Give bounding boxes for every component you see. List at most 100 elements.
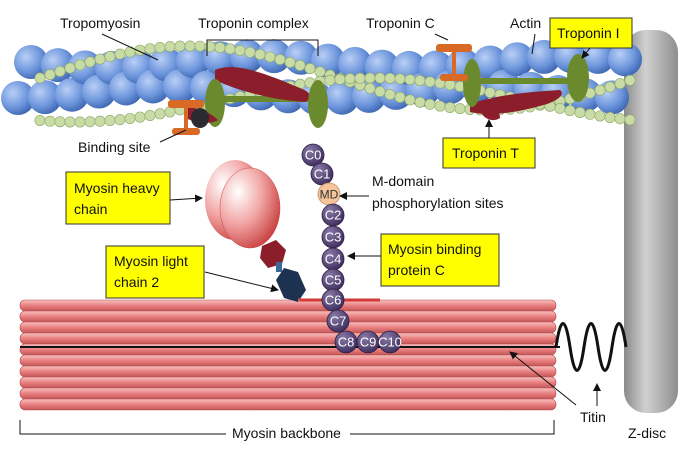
domain-c0 xyxy=(301,143,325,167)
tropomyosin-bead xyxy=(374,72,386,84)
actin-bead xyxy=(608,42,642,77)
tropomyosin-bead xyxy=(144,110,156,122)
domain-label-c1: C1 xyxy=(314,167,331,182)
tropomyosin-bead xyxy=(244,46,256,58)
tropomyosin-bead xyxy=(574,106,586,118)
tropomyosin-bead xyxy=(614,78,626,90)
actin-bead xyxy=(1,81,35,115)
tropomyosin-bead xyxy=(424,98,436,110)
troponin-complex-left xyxy=(168,67,328,135)
leader-lines xyxy=(19,33,601,435)
titin-spring xyxy=(554,322,628,372)
tropomyosin-bead xyxy=(594,84,606,96)
label-tropomyosin: Tropomyosin xyxy=(60,15,140,31)
label-z-disc: Z-disc xyxy=(628,425,666,441)
tropomyosin-bead xyxy=(94,53,106,65)
tropomyosin-bead xyxy=(394,73,406,85)
myosin-backbone-filament xyxy=(19,398,557,411)
label-actin: Actin xyxy=(510,15,541,31)
myosin-backbone-filament xyxy=(19,365,557,378)
label-myosin-heavy-chain-line2: chain xyxy=(74,201,107,217)
actin-bead xyxy=(379,75,413,110)
tropomyosin-bead xyxy=(624,114,636,126)
domain-label-c4: C4 xyxy=(325,252,342,267)
tropomyosin-bead xyxy=(324,74,336,86)
tropomyosin-bead xyxy=(154,108,166,120)
tropomyosin-bead xyxy=(144,43,156,55)
tropomyosin-bead xyxy=(344,73,356,85)
tropomyosin-bead xyxy=(264,51,276,63)
tropomyosin-bead xyxy=(414,96,426,108)
actin-bead xyxy=(14,45,48,79)
tropomyosin-bead xyxy=(194,40,206,52)
tropomyosin-bead xyxy=(54,116,66,128)
actin-bead xyxy=(325,80,359,115)
domain-c1 xyxy=(310,162,334,186)
tropomyosin-bead xyxy=(364,72,376,84)
tropomyosin-bead xyxy=(34,72,46,84)
callout-troponin-t xyxy=(442,137,536,169)
actin-bead xyxy=(163,69,197,104)
tropomyosin-bead xyxy=(114,48,126,60)
tropomyosin-bead xyxy=(394,91,406,103)
myosin-backbone-filament xyxy=(19,299,557,312)
tropomyosin-bead xyxy=(104,50,116,62)
domain-label-c10: C10 xyxy=(378,335,402,350)
myosin-backbone-filament xyxy=(19,387,557,400)
tropomyosin-bead xyxy=(444,79,456,91)
label-myosin-light-chain-line1: Myosin light xyxy=(114,253,188,269)
label-myosin-backbone: Myosin backbone xyxy=(232,425,341,441)
domain-label-c2: C2 xyxy=(325,208,342,223)
tropomyosin-bead xyxy=(364,82,376,94)
label-myosin-heavy-chain-line1: Myosin heavy xyxy=(74,180,160,196)
tropomyosin-bead xyxy=(454,103,466,115)
myosin-backbone-filament xyxy=(19,343,557,356)
label-mybpc-line1: Myosin binding xyxy=(388,241,481,257)
tropomyosin-bead xyxy=(64,62,76,74)
tropomyosin-bead xyxy=(604,81,616,93)
callout-troponin-i xyxy=(549,17,633,49)
tropomyosin-bead xyxy=(164,106,176,118)
tropomyosin-bead xyxy=(304,63,316,75)
tropomyosin-bead xyxy=(414,75,426,87)
domain-label-c5: C5 xyxy=(325,273,342,288)
tropomyosin-bead xyxy=(404,74,416,86)
tropomyosin-bead xyxy=(314,66,326,78)
tropomyosin-bead xyxy=(74,116,86,128)
tropomyosin-bead xyxy=(164,41,176,53)
tropomyosin-bead xyxy=(54,65,66,77)
z-disc xyxy=(624,30,678,413)
tropomyosin-bead xyxy=(254,48,266,60)
tropomyosin-bead xyxy=(564,104,576,116)
label-m-domain-line1: M-domain xyxy=(372,173,434,189)
actin-bead xyxy=(55,77,89,112)
label-titin: Titin xyxy=(580,409,606,425)
tropomyosin-bead xyxy=(234,44,246,56)
domain-label-c9: C9 xyxy=(360,335,377,350)
callout-myosin-light-chain xyxy=(105,245,205,299)
tropomyosin-bead xyxy=(44,69,56,81)
tropomyosin-bead xyxy=(44,115,56,127)
tropomyosin-bead xyxy=(354,72,366,84)
domain-label-md: MD xyxy=(320,188,339,202)
domain-label-c3: C3 xyxy=(325,230,342,245)
tropomyosin-bead xyxy=(374,86,386,98)
domain-label-c7: C7 xyxy=(330,314,347,329)
actin-bead xyxy=(338,46,372,81)
domain-c10 xyxy=(378,330,402,354)
tropomyosin-bead xyxy=(284,56,296,68)
label-troponin-c: Troponin C xyxy=(366,15,435,31)
troponin-complex-right xyxy=(436,44,589,121)
tropomyosin-bead xyxy=(84,116,96,128)
label-m-domain-line2: phosphorylation sites xyxy=(372,195,504,211)
tropomyosin-bead xyxy=(274,54,286,66)
tropomyosin-bead xyxy=(124,112,136,124)
tropomyosin-bead xyxy=(294,59,306,71)
domain-label-c6: C6 xyxy=(325,293,342,308)
actin-bead xyxy=(28,80,62,115)
tropomyosin-bead xyxy=(94,115,106,127)
tropomyosin-bead xyxy=(434,100,446,112)
tropomyosin-bead xyxy=(604,111,616,123)
